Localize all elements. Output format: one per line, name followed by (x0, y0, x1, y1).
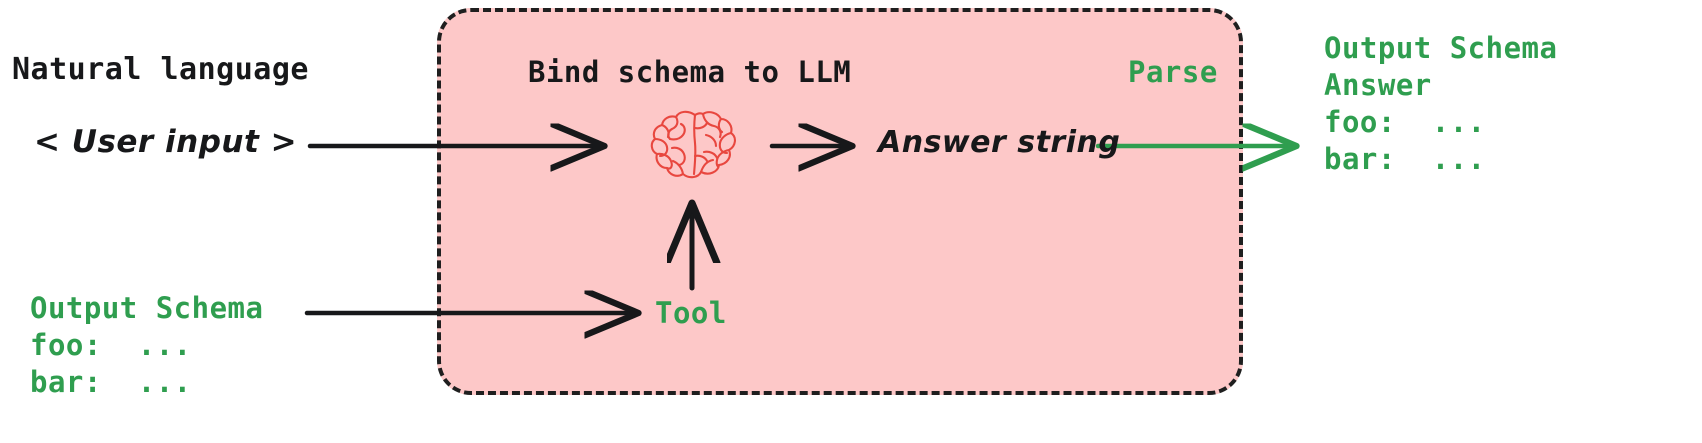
output-schema-foo: foo: ... (1324, 105, 1486, 139)
output-schema-answer: Answer (1324, 68, 1432, 102)
natural-language-heading: Natural language (12, 52, 309, 87)
output-schema-heading: Output Schema (1324, 31, 1558, 65)
user-input-placeholder: < User input > (34, 124, 298, 160)
input-schema-foo: foo: ... (30, 328, 192, 362)
input-schema-block: Output Schema foo: ... bar: ... (30, 290, 263, 401)
brain-icon (648, 108, 742, 182)
answer-string-label: Answer string (878, 125, 1121, 160)
input-schema-heading: Output Schema (30, 291, 264, 325)
output-schema-bar: bar: ... (1324, 142, 1486, 176)
parse-label: Parse (1128, 55, 1218, 89)
input-schema-bar: bar: ... (30, 365, 192, 399)
bind-schema-label: Bind schema to LLM (528, 55, 852, 89)
tool-label: Tool (655, 296, 727, 330)
llm-panel (437, 8, 1243, 395)
output-schema-block: Output Schema Answer foo: ... bar: ... (1324, 30, 1557, 178)
